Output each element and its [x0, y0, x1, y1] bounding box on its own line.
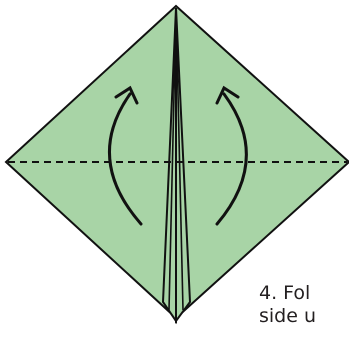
instruction-text-line-2: side u [259, 305, 316, 328]
instruction-text-line-1: 4. Fol [259, 282, 310, 305]
